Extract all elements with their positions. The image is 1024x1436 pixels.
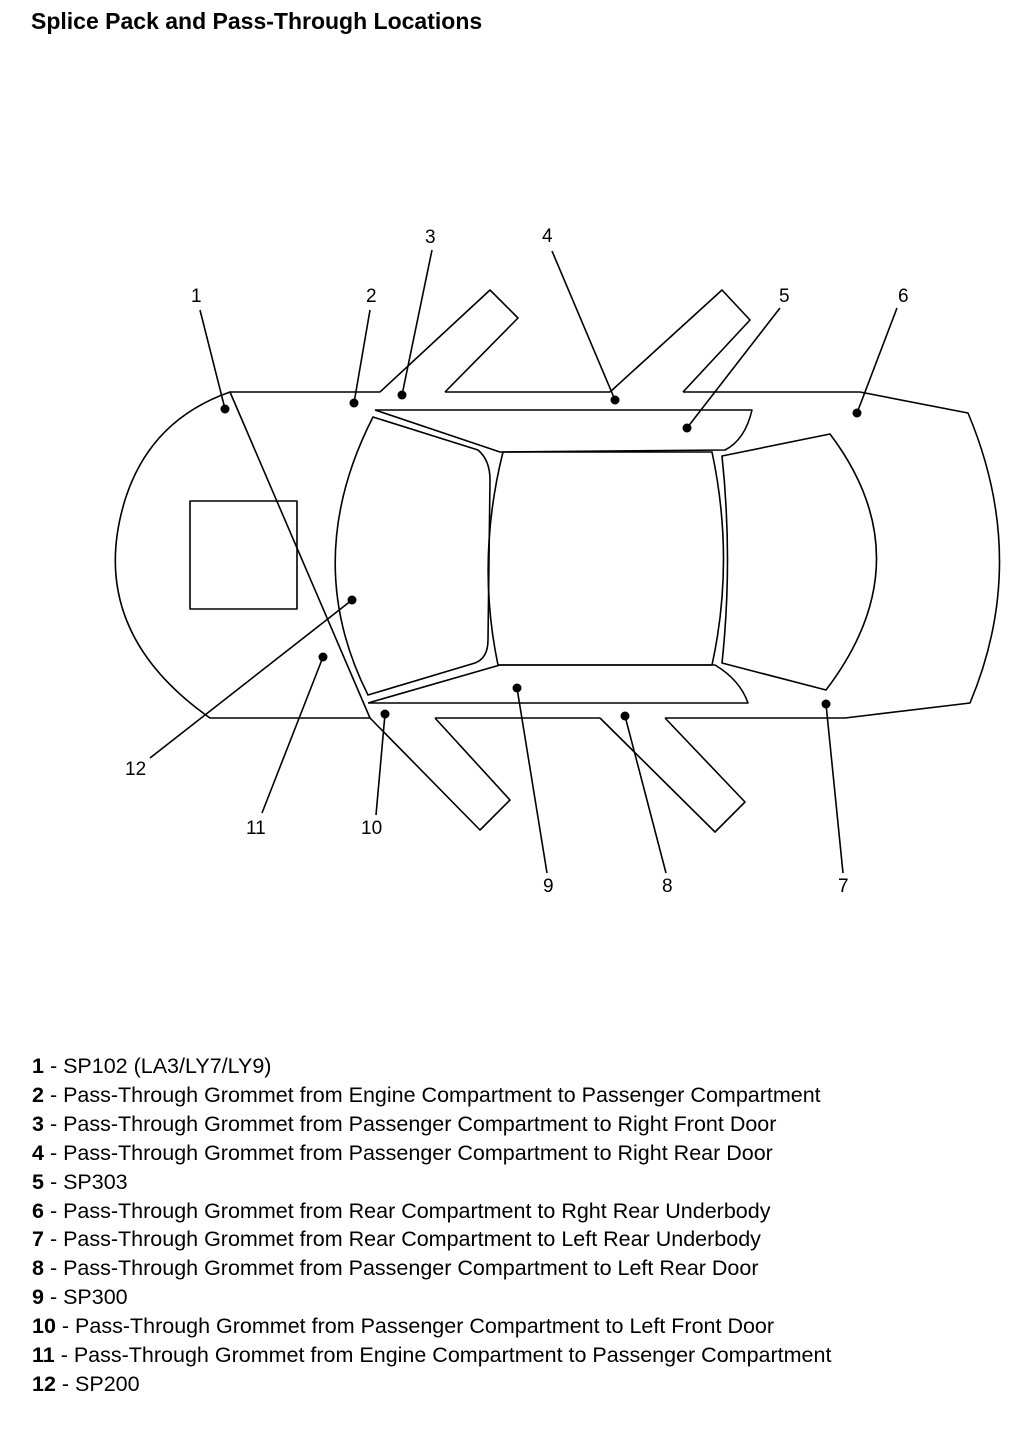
legend-text: SP102 (LA3/LY7/LY9) bbox=[63, 1054, 272, 1078]
callout-number-7: 7 bbox=[838, 876, 849, 897]
leader-line-6 bbox=[856, 307, 898, 414]
engine-box bbox=[189, 500, 298, 610]
legend-number: 8 bbox=[32, 1256, 44, 1281]
left-front-door bbox=[369, 717, 511, 831]
callout-number-9: 9 bbox=[543, 876, 554, 897]
legend-item: 12 - SP200 bbox=[32, 1371, 140, 1396]
legend-number: 3 bbox=[32, 1111, 44, 1136]
location-dot-5 bbox=[682, 423, 692, 433]
callout-number-4: 4 bbox=[542, 226, 553, 247]
legend-text: Pass-Through Grommet from Engine Compart… bbox=[73, 1343, 832, 1368]
location-dot-1 bbox=[220, 404, 230, 414]
leader-line-12 bbox=[149, 599, 353, 759]
legend-number: 9 bbox=[32, 1285, 44, 1310]
vehicle-diagram: 1 2 3 4 5 6 7 8 9 10 11 12 bbox=[114, 226, 1001, 897]
callout-number-11: 11 bbox=[246, 818, 266, 839]
right-front-door bbox=[379, 289, 519, 393]
legend-item: 4 - Pass-Through Grommet from Passenger … bbox=[32, 1140, 773, 1165]
windshield bbox=[334, 416, 491, 696]
legend-list: 1 - SP102 (LA3/LY7/LY9) 2 - Pass-Through… bbox=[32, 1052, 831, 1399]
location-dot-12 bbox=[347, 595, 357, 605]
legend-number: 12 bbox=[32, 1371, 56, 1396]
callout-number-8: 8 bbox=[662, 876, 673, 897]
legend-text: SP300 bbox=[63, 1285, 128, 1310]
page-title: Splice Pack and Pass-Through Locations bbox=[31, 8, 483, 34]
legend-item: 8 - Pass-Through Grommet from Passenger … bbox=[32, 1256, 759, 1281]
left-rear-door bbox=[599, 717, 746, 833]
callout-number-5: 5 bbox=[779, 286, 790, 307]
location-dot-6 bbox=[852, 408, 862, 418]
leader-line-11 bbox=[261, 656, 324, 814]
callout-number-10: 10 bbox=[361, 818, 382, 839]
location-dot-11 bbox=[318, 652, 328, 662]
rear-window bbox=[721, 433, 878, 691]
legend-text: Pass-Through Grommet from Passenger Comp… bbox=[75, 1314, 775, 1339]
legend-number: 4 bbox=[32, 1140, 44, 1165]
legend-text: Pass-Through Grommet from Rear Compartme… bbox=[63, 1227, 761, 1252]
leader-line-4 bbox=[551, 250, 616, 401]
legend-item: 6 - Pass-Through Grommet from Rear Compa… bbox=[32, 1198, 771, 1223]
location-dot-3 bbox=[397, 390, 407, 400]
leader-line-2 bbox=[353, 309, 371, 404]
leader-line-8 bbox=[624, 715, 667, 874]
location-dot-2 bbox=[349, 398, 359, 408]
legend-text: Pass-Through Grommet from Passenger Comp… bbox=[63, 1111, 777, 1136]
leader-line-3 bbox=[401, 249, 433, 396]
callout-number-1: 1 bbox=[191, 286, 202, 307]
legend-number: 6 bbox=[32, 1198, 44, 1223]
leader-line-5 bbox=[686, 307, 781, 429]
legend-item: 3 - Pass-Through Grommet from Passenger … bbox=[32, 1111, 777, 1136]
legend-item: 5 - SP303 bbox=[32, 1169, 128, 1194]
legend-number: 11 bbox=[32, 1343, 55, 1368]
callout-number-12: 12 bbox=[125, 759, 146, 780]
legend-number: 5 bbox=[32, 1169, 44, 1194]
callout-number-3: 3 bbox=[425, 227, 436, 248]
right-rear-door bbox=[609, 289, 751, 393]
legend-text: Pass-Through Grommet from Passenger Comp… bbox=[63, 1256, 759, 1281]
location-dot-9 bbox=[512, 683, 522, 693]
callout-number-2: 2 bbox=[366, 286, 377, 307]
legend-number: 7 bbox=[32, 1227, 44, 1252]
legend-item: 11 - Pass-Through Grommet from Engine Co… bbox=[32, 1343, 832, 1368]
roof bbox=[487, 451, 725, 666]
leader-line-7 bbox=[825, 703, 844, 874]
legend-text: SP200 bbox=[75, 1371, 140, 1396]
legend-item: 10 - Pass-Through Grommet from Passenger… bbox=[32, 1314, 775, 1339]
location-dot-8 bbox=[620, 711, 630, 721]
location-dot-10 bbox=[380, 709, 390, 719]
legend-text: Pass-Through Grommet from Engine Compart… bbox=[63, 1082, 821, 1107]
legend-number: 1 bbox=[32, 1054, 44, 1078]
location-dot-4 bbox=[610, 395, 620, 405]
legend-number: 2 bbox=[32, 1082, 44, 1107]
legend-item: 7 - Pass-Through Grommet from Rear Compa… bbox=[32, 1227, 761, 1252]
callout-number-6: 6 bbox=[898, 286, 909, 307]
legend-number: 10 bbox=[32, 1314, 56, 1339]
legend-text: Pass-Through Grommet from Passenger Comp… bbox=[63, 1140, 773, 1165]
vehicle-body-outline bbox=[114, 391, 1001, 719]
leader-line-1 bbox=[199, 309, 226, 410]
legend-item: 1 - SP102 (LA3/LY7/LY9) bbox=[32, 1054, 272, 1078]
right-side-rail bbox=[374, 409, 753, 453]
leader-line-10 bbox=[375, 713, 386, 816]
legend-item: 2 - Pass-Through Grommet from Engine Com… bbox=[32, 1082, 821, 1107]
legend-item: 9 - SP300 bbox=[32, 1285, 128, 1310]
legend-text: Pass-Through Grommet from Rear Compartme… bbox=[63, 1198, 771, 1223]
legend-text: SP303 bbox=[63, 1169, 128, 1194]
leader-line-9 bbox=[516, 687, 548, 874]
left-side-rail bbox=[367, 664, 749, 704]
location-dot-7 bbox=[821, 699, 831, 709]
